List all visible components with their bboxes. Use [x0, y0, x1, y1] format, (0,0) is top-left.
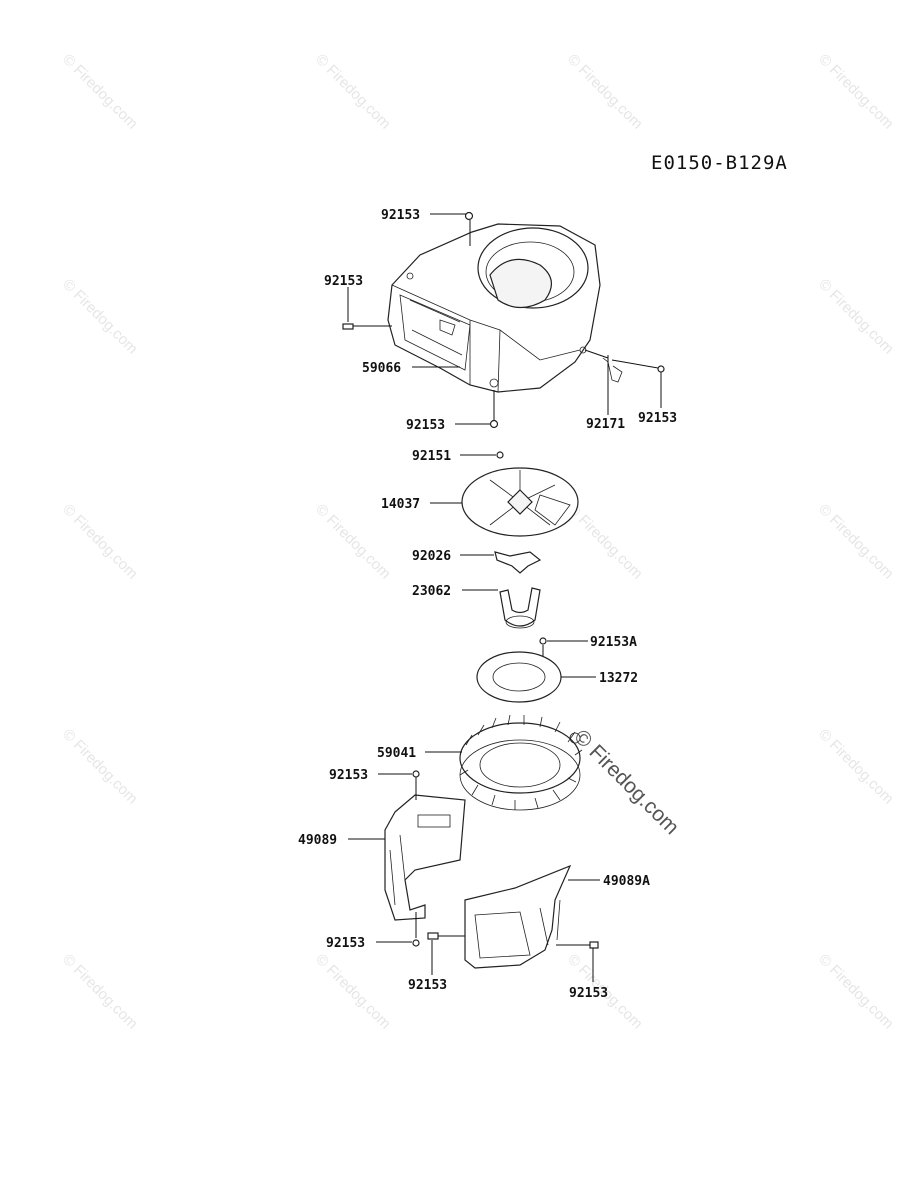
part-label: 92153	[381, 208, 420, 223]
cup-part	[499, 587, 541, 629]
diagram-code: E0150-B129A	[651, 152, 788, 174]
bolt-icon	[342, 323, 392, 330]
watermark: © Firedog.com	[312, 501, 394, 583]
clip-part	[602, 357, 623, 383]
watermark: © Firedog.com	[59, 951, 141, 1033]
watermark: © Firedog.com	[815, 276, 897, 358]
bolt-icon	[657, 365, 665, 373]
rotating-screen-part	[461, 451, 579, 537]
watermark: © Firedog.com	[59, 726, 141, 808]
part-label: 92151	[412, 449, 451, 464]
part-label: 59066	[362, 361, 401, 376]
part-label: 92153	[326, 936, 365, 951]
part-label: 92153	[406, 418, 445, 433]
part-label: 23062	[412, 584, 451, 599]
part-label: 92153	[329, 768, 368, 783]
watermark: © Firedog.com	[59, 51, 141, 133]
part-label: 92153	[638, 411, 677, 426]
watermark: © Firedog.com	[564, 501, 646, 583]
fan-housing-part	[387, 223, 601, 393]
right-shroud-part	[427, 864, 599, 969]
part-label: 92153A	[590, 635, 637, 650]
watermark: © Firedog.com	[312, 951, 394, 1033]
part-label: 49089A	[603, 874, 650, 889]
watermark: © Firedog.com	[815, 501, 897, 583]
part-label: 92153	[408, 978, 447, 993]
left-shroud-part	[384, 770, 466, 947]
part-label: 49089	[298, 833, 337, 848]
watermark: © Firedog.com	[815, 726, 897, 808]
watermark: © Firedog.com	[564, 51, 646, 133]
plate-part	[476, 637, 562, 703]
part-label: 13272	[599, 671, 638, 686]
watermark: © Firedog.com	[815, 951, 897, 1033]
bolt-icon	[489, 419, 499, 429]
watermark: © Firedog.com	[59, 501, 141, 583]
watermark-prominent: © Firedog.com	[569, 725, 683, 839]
bolt-icon	[464, 211, 474, 221]
watermark-grid: © Firedog.com © Firedog.com © Firedog.co…	[59, 51, 897, 1033]
watermark: © Firedog.com	[815, 51, 897, 133]
part-label: 14037	[381, 497, 420, 512]
watermark: © Firedog.com	[312, 51, 394, 133]
part-label: 92171	[586, 417, 625, 432]
cooling-fan-part	[459, 714, 583, 811]
bracket-part	[494, 551, 542, 574]
part-label: 92026	[412, 549, 451, 564]
watermark: © Firedog.com	[59, 276, 141, 358]
part-label: 59041	[377, 746, 416, 761]
part-label: 92153	[569, 986, 608, 1001]
part-label: 92153	[324, 274, 363, 289]
